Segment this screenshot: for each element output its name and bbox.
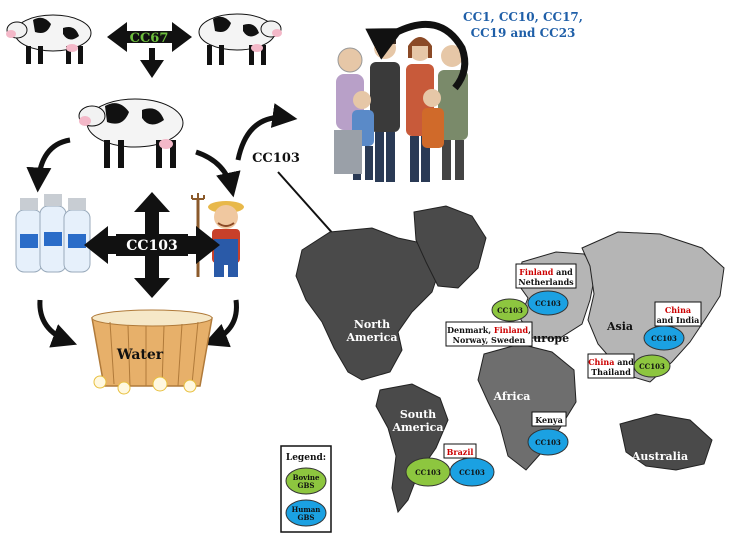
thailand-text: Thailand <box>591 367 631 377</box>
cc103-human-china-india: CC103 <box>643 325 685 351</box>
legend: Legend: Bovine GBS Human GBS <box>280 445 332 533</box>
asia-land <box>581 231 725 383</box>
australia-label: Australia <box>631 450 688 463</box>
brazil-box: Brazil <box>443 443 477 459</box>
china-highlight-1: China <box>665 305 691 315</box>
north-america-land <box>295 227 441 381</box>
water-label: Water <box>116 347 164 363</box>
svg-text:CC103: CC103 <box>535 299 561 308</box>
svg-text:CC103: CC103 <box>651 334 677 343</box>
hub-to-family-arrow <box>235 103 298 161</box>
legend-human-swatch <box>285 499 327 527</box>
svg-text:CC103: CC103 <box>639 362 665 371</box>
china-highlight-2: China <box>588 357 614 367</box>
human-lineages-line2: CC19 and CC23 <box>471 26 576 40</box>
cc103-bovine-europe: CC103 <box>491 298 529 322</box>
human-lineages-line1: CC1, CC10, CC17, <box>463 10 583 24</box>
legend-title: Legend: <box>286 453 326 463</box>
human-cycle-arrow <box>365 20 469 91</box>
svg-text:China and: China and <box>588 357 634 367</box>
cow-left-icon <box>6 14 92 64</box>
family-icon <box>334 34 468 182</box>
milk-to-water-arrow <box>37 299 78 348</box>
netherlands-text: Netherlands <box>518 277 574 287</box>
hub-label: CC103 <box>126 238 178 254</box>
cow-to-milk-arrow <box>26 137 71 193</box>
human-link-label: CC103 <box>252 151 300 166</box>
cc103-human-brazil: CC103 <box>449 457 495 487</box>
cow-center-icon <box>78 98 184 168</box>
south-america-land <box>375 383 449 514</box>
europe-label: Europe <box>525 332 569 345</box>
svg-text:CC103: CC103 <box>497 306 523 315</box>
china-thailand-box: China and Thailand <box>587 353 635 379</box>
water-trough-icon: Water <box>91 309 213 395</box>
cow-to-farmer-arrow <box>195 149 241 198</box>
cc103-human-europe: CC103 <box>527 290 569 316</box>
kenya-box: Kenya <box>531 411 567 427</box>
svg-text:CC103: CC103 <box>535 438 561 447</box>
farmer-icon <box>191 193 244 277</box>
and-text-2: and <box>614 357 634 367</box>
denmark-text: Denmark, <box>447 325 494 335</box>
legend-bovine-line2: GBS <box>298 481 315 490</box>
cattle-transmission-arrow: CC67 <box>107 22 192 78</box>
finland-highlight-2: Finland <box>494 325 529 335</box>
world-map: North America South America Europe Afric… <box>295 205 725 514</box>
kenya-text: Kenya <box>535 415 563 425</box>
legend-human-line1: Human <box>292 505 321 514</box>
australia-land <box>619 413 713 471</box>
brazil-text: Brazil <box>447 447 474 457</box>
india-text: and India <box>657 315 700 325</box>
legend-bovine-swatch <box>285 467 327 495</box>
comma-text: , <box>528 325 531 335</box>
legend-bovine-line1: Bovine <box>293 473 320 482</box>
africa-label: Africa <box>493 390 531 403</box>
legend-human-line2: GBS <box>298 513 315 522</box>
south-america-label-2: America <box>392 421 444 434</box>
cc67-label: CC67 <box>130 31 169 46</box>
greenland-land <box>413 205 487 289</box>
norway-sweden-text: Norway, Sweden <box>453 335 526 345</box>
nordic-box: Denmark, Finland, Norway, Sweden <box>445 321 533 347</box>
cow-right-icon <box>198 13 282 65</box>
north-america-label-1: North <box>354 318 390 331</box>
svg-text:CC103: CC103 <box>415 468 441 477</box>
milk-bottles-icon <box>15 194 91 273</box>
farmer-to-water-arrow <box>203 299 239 348</box>
south-america-label-1: South <box>400 408 436 421</box>
china-india-box: China and India <box>654 301 702 327</box>
svg-text:Finland and: Finland and <box>519 267 573 277</box>
svg-text:CC103: CC103 <box>459 468 485 477</box>
svg-text:Denmark, Finland,: Denmark, Finland, <box>447 325 531 335</box>
cc103-bovine-brazil: CC103 <box>405 457 451 487</box>
finland-highlight: Finland <box>519 267 554 277</box>
finland-netherlands-box: Finland and Netherlands <box>515 263 577 289</box>
cc103-bovine-china-thailand: CC103 <box>633 354 671 378</box>
cc103-human-kenya: CC103 <box>527 428 569 456</box>
and-text: and <box>553 267 573 277</box>
asia-label: Asia <box>606 320 633 333</box>
hub-transmission-arrow: CC103 <box>84 192 220 298</box>
north-america-label-2: America <box>346 331 398 344</box>
